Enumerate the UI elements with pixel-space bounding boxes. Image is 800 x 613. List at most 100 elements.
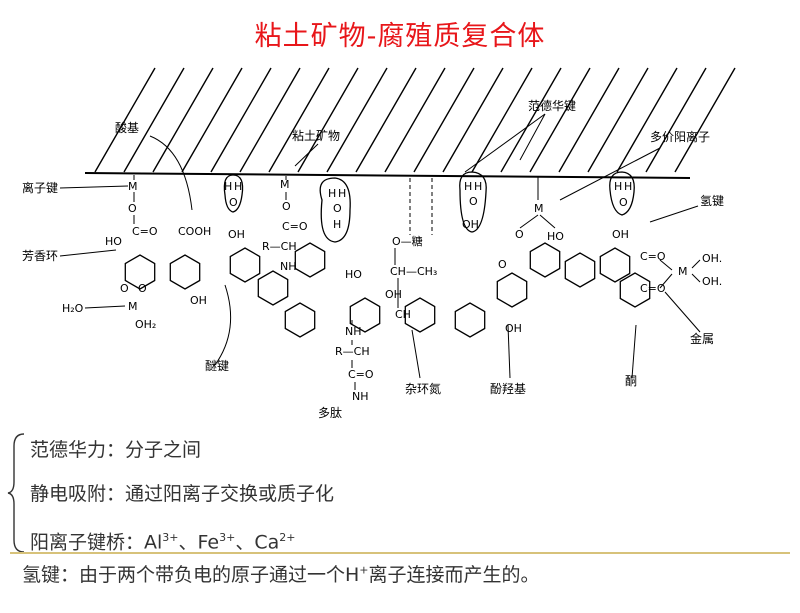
hatch-line [442, 67, 504, 173]
divider-line [10, 552, 790, 554]
hatch-line [529, 67, 591, 173]
label-clay: 粘土矿物 [292, 128, 340, 143]
chem-CH: CH [395, 308, 411, 321]
chem-CO-1: C=O [132, 225, 158, 238]
chem-OH-w: OH [462, 218, 479, 231]
aromatic-ring [454, 302, 486, 338]
leader-lines [59, 113, 701, 379]
chem-H-w2: H [234, 180, 242, 193]
water-loops [223, 171, 635, 243]
hbond-after: 离子连接而产生的。 [368, 564, 540, 586]
chem-HO-right: HO [547, 230, 564, 243]
label-vdw-bond: 范德华键 [528, 98, 576, 113]
ion-fe-charge: 3+ [219, 531, 236, 544]
aromatic-ring [349, 297, 381, 333]
ion-al-charge: 3+ [162, 531, 179, 544]
chem-M-left: M [128, 300, 138, 313]
chem-O-3: O [138, 282, 147, 295]
hatch-line [297, 67, 359, 173]
chem-OH-3: OH [385, 288, 402, 301]
ion-ca-charge: 2+ [279, 531, 296, 544]
chem-OH-right1: OH. [702, 252, 722, 265]
ion-fe: Fe [197, 531, 220, 554]
chem-RCH-1: R—CH [262, 240, 297, 253]
chem-H-w7: H [474, 180, 482, 193]
aromatic-ring [284, 302, 316, 338]
bullet-vdw: 范德华力：分子之间 [30, 428, 790, 472]
chem-M-right: M [678, 265, 688, 278]
bracket [7, 433, 25, 553]
hatch-line [413, 67, 475, 173]
chem-O-2: O [120, 282, 129, 295]
chem-NH-3: NH [352, 390, 369, 403]
chem-O-4: O [282, 200, 291, 213]
label-metal: 金属 [690, 331, 714, 346]
hydrogen-bond-note: 氢键：由于两个带负电的原子通过一个H+离子连接而产生的。 [22, 560, 540, 587]
label-acyl: 酸基 [115, 120, 139, 135]
aromatic-ring [257, 270, 289, 306]
clay-surface-hatching [94, 67, 736, 173]
aromatic-rings [124, 242, 651, 338]
chem-H-w4: H [338, 187, 346, 200]
hatch-line [616, 67, 678, 173]
bullet-electrostatic-text: 通过阳离子交换或质子化 [125, 483, 335, 505]
aromatic-ring [496, 272, 528, 308]
chem-OH-5: OH [505, 322, 522, 335]
aromatic-ring [294, 242, 326, 278]
chem-OH-right2: OH. [702, 275, 722, 288]
chem-CO-5: C=O [640, 282, 666, 295]
hatch-line [645, 67, 707, 173]
chem-COOH: COOH [178, 225, 211, 238]
label-aromatic-ring: 芳香环 [22, 249, 58, 263]
label-peptide: 多肽 [318, 405, 342, 420]
label-quinone: 酮 [625, 374, 637, 388]
hatch-line [210, 67, 272, 173]
chem-M-2: M [280, 178, 290, 191]
chem-OH-4: OH [612, 228, 629, 241]
hatch-line [239, 67, 301, 173]
aromatic-ring [229, 247, 261, 283]
ion-sep-1: 、 [178, 531, 198, 554]
chem-O-w3: O [469, 195, 478, 208]
bullet-electrostatic-label: 静电吸附： [30, 483, 126, 505]
aromatic-ring [124, 254, 156, 290]
chem-H2O: H₂O [62, 302, 84, 315]
bond-lines [133, 176, 701, 390]
label-ether-bond: 醚键 [205, 359, 229, 373]
label-hydrogen-bond: 氢键 [700, 193, 724, 208]
clay-surface-line [84, 172, 691, 179]
chem-HO-left: HO [105, 235, 122, 248]
chem-O-6: O [498, 258, 507, 271]
hatch-line [268, 67, 330, 173]
hatch-line [500, 67, 562, 173]
aromatic-ring [404, 297, 436, 333]
chem-O-5: O [515, 228, 524, 241]
chem-NH-2: NH [345, 325, 362, 338]
chem-O-w4: O [619, 196, 628, 209]
page-title: 粘土矿物-腐殖质复合体 [254, 21, 546, 52]
hatch-line [558, 67, 620, 173]
chem-O-w1: O [229, 196, 238, 209]
ion-sep-2: 、 [235, 531, 255, 554]
bond-type-list: 范德华力：分子之间 静电吸附：通过阳离子交换或质子化 阳离子键桥：Al3+、Fe… [30, 428, 790, 560]
chem-O-1: O [128, 202, 137, 215]
hatch-line [471, 67, 533, 173]
label-heterocyclic-n: 杂环氮 [405, 381, 441, 396]
ion-al: Al [144, 531, 163, 554]
bullet-cation-bridge-label: 阳离子键桥： [30, 531, 145, 554]
label-ionic-bond: 离子键 [22, 180, 58, 195]
hatch-line [355, 67, 417, 173]
hbond-sup: + [359, 563, 369, 577]
label-polyvalent-cation: 多价阳离子 [650, 129, 710, 144]
bullet-cation-bridge: 阳离子键桥：Al3+、Fe3+、Ca2+ [30, 516, 790, 560]
chem-O-w2: O [333, 202, 342, 215]
hatch-line [152, 67, 214, 173]
chem-CO-4: C=O [640, 250, 666, 263]
chem-HO-mid: HO [345, 268, 362, 281]
chem-OH-2: OH [228, 228, 245, 241]
chem-M-1: M [128, 180, 138, 193]
clay-humus-complex-diagram: 酸基 粘土矿物 范德华键 多价阳离子 离子键 芳香环 氢键 醚键 杂环氮 酚羟基… [22, 67, 736, 420]
hatch-line [123, 67, 185, 173]
hatch-line [587, 67, 649, 173]
chem-OH-1: OH [190, 294, 207, 307]
